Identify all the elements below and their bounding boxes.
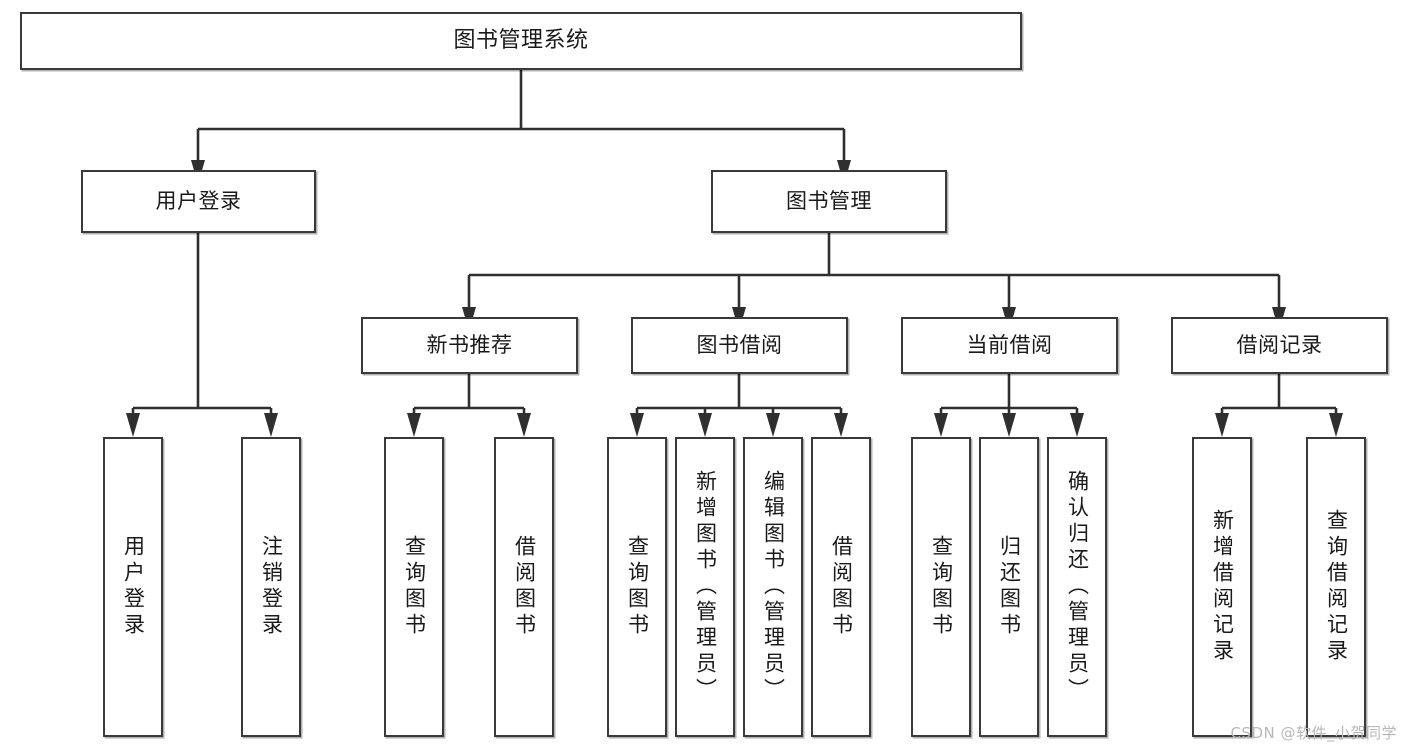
node-label: 用户登录 xyxy=(121,535,146,639)
node-label: 查询图书 xyxy=(929,535,954,639)
node-label: 新增借阅记录 xyxy=(1210,509,1235,665)
leaf-current-confirm-return-admin[interactable]: 确认归还（管理员） xyxy=(1047,437,1107,737)
node-new-book-recommend[interactable]: 新书推荐 xyxy=(361,317,578,374)
node-label: 图书管理 xyxy=(786,189,872,214)
node-label: 归还图书 xyxy=(997,535,1022,639)
node-label: 查询借阅记录 xyxy=(1324,509,1349,665)
node-label: 图书借阅 xyxy=(696,333,783,358)
node-book-borrow[interactable]: 图书借阅 xyxy=(631,317,848,374)
leaf-borrow-add-book-admin[interactable]: 新增图书（管理员） xyxy=(675,437,735,737)
node-label: 用户登录 xyxy=(155,189,242,214)
leaf-new-book-borrow[interactable]: 借阅图书 xyxy=(494,437,554,737)
node-label: 借阅记录 xyxy=(1236,333,1323,358)
leaf-current-query-book[interactable]: 查询图书 xyxy=(911,437,971,737)
node-current-borrow[interactable]: 当前借阅 xyxy=(901,317,1118,374)
leaf-user-login-logout[interactable]: 注销登录 xyxy=(241,437,301,737)
node-book-management[interactable]: 图书管理 xyxy=(711,170,947,233)
node-user-login[interactable]: 用户登录 xyxy=(81,170,316,233)
node-label: 确认归还（管理员） xyxy=(1065,470,1090,704)
leaf-new-book-query[interactable]: 查询图书 xyxy=(384,437,444,737)
node-label: 查询图书 xyxy=(402,535,427,639)
leaf-current-return-book[interactable]: 归还图书 xyxy=(979,437,1039,737)
leaf-record-query[interactable]: 查询借阅记录 xyxy=(1306,437,1366,737)
node-label: 图书管理系统 xyxy=(453,28,589,54)
node-label: 新书推荐 xyxy=(426,333,513,358)
node-label: 查询图书 xyxy=(625,535,650,639)
csdn-watermark: CSDN @软件_小贺同学 xyxy=(1230,724,1397,742)
leaf-borrow-borrow-book[interactable]: 借阅图书 xyxy=(811,437,871,737)
leaf-borrow-edit-book-admin[interactable]: 编辑图书（管理员） xyxy=(743,437,803,737)
node-borrow-record[interactable]: 借阅记录 xyxy=(1171,317,1388,374)
node-label: 当前借阅 xyxy=(966,333,1053,358)
node-label: 借阅图书 xyxy=(512,535,537,639)
leaf-record-add[interactable]: 新增借阅记录 xyxy=(1192,437,1252,737)
node-label: 借阅图书 xyxy=(829,535,854,639)
node-label: 新增图书（管理员） xyxy=(693,470,718,704)
node-root-system[interactable]: 图书管理系统 xyxy=(20,12,1022,70)
leaf-user-login-login[interactable]: 用户登录 xyxy=(103,437,163,737)
leaf-borrow-query-book[interactable]: 查询图书 xyxy=(607,437,667,737)
node-label: 编辑图书（管理员） xyxy=(761,470,786,704)
node-label: 注销登录 xyxy=(259,535,284,639)
